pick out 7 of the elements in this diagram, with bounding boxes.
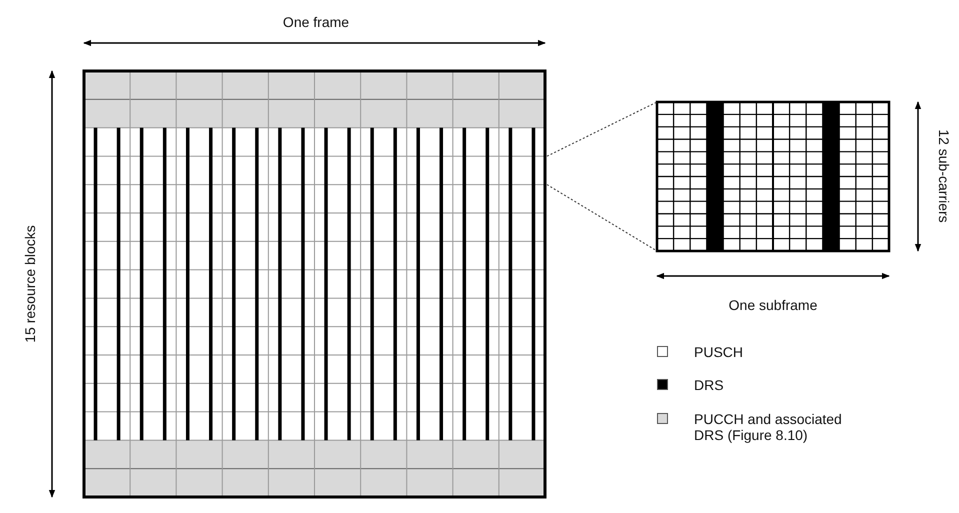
legend-label: DRS xyxy=(694,377,725,393)
dimension-label: 15 resource blocks xyxy=(22,225,38,343)
legend-label: PUCCH and associated DRS (Figure 8.10) xyxy=(694,411,843,443)
dimension-label: One subframe xyxy=(728,297,818,313)
dimension-label: One frame xyxy=(282,14,350,30)
dimension-label: 12 sub-carriers xyxy=(936,129,952,223)
legend-label: PUSCH xyxy=(694,344,744,360)
